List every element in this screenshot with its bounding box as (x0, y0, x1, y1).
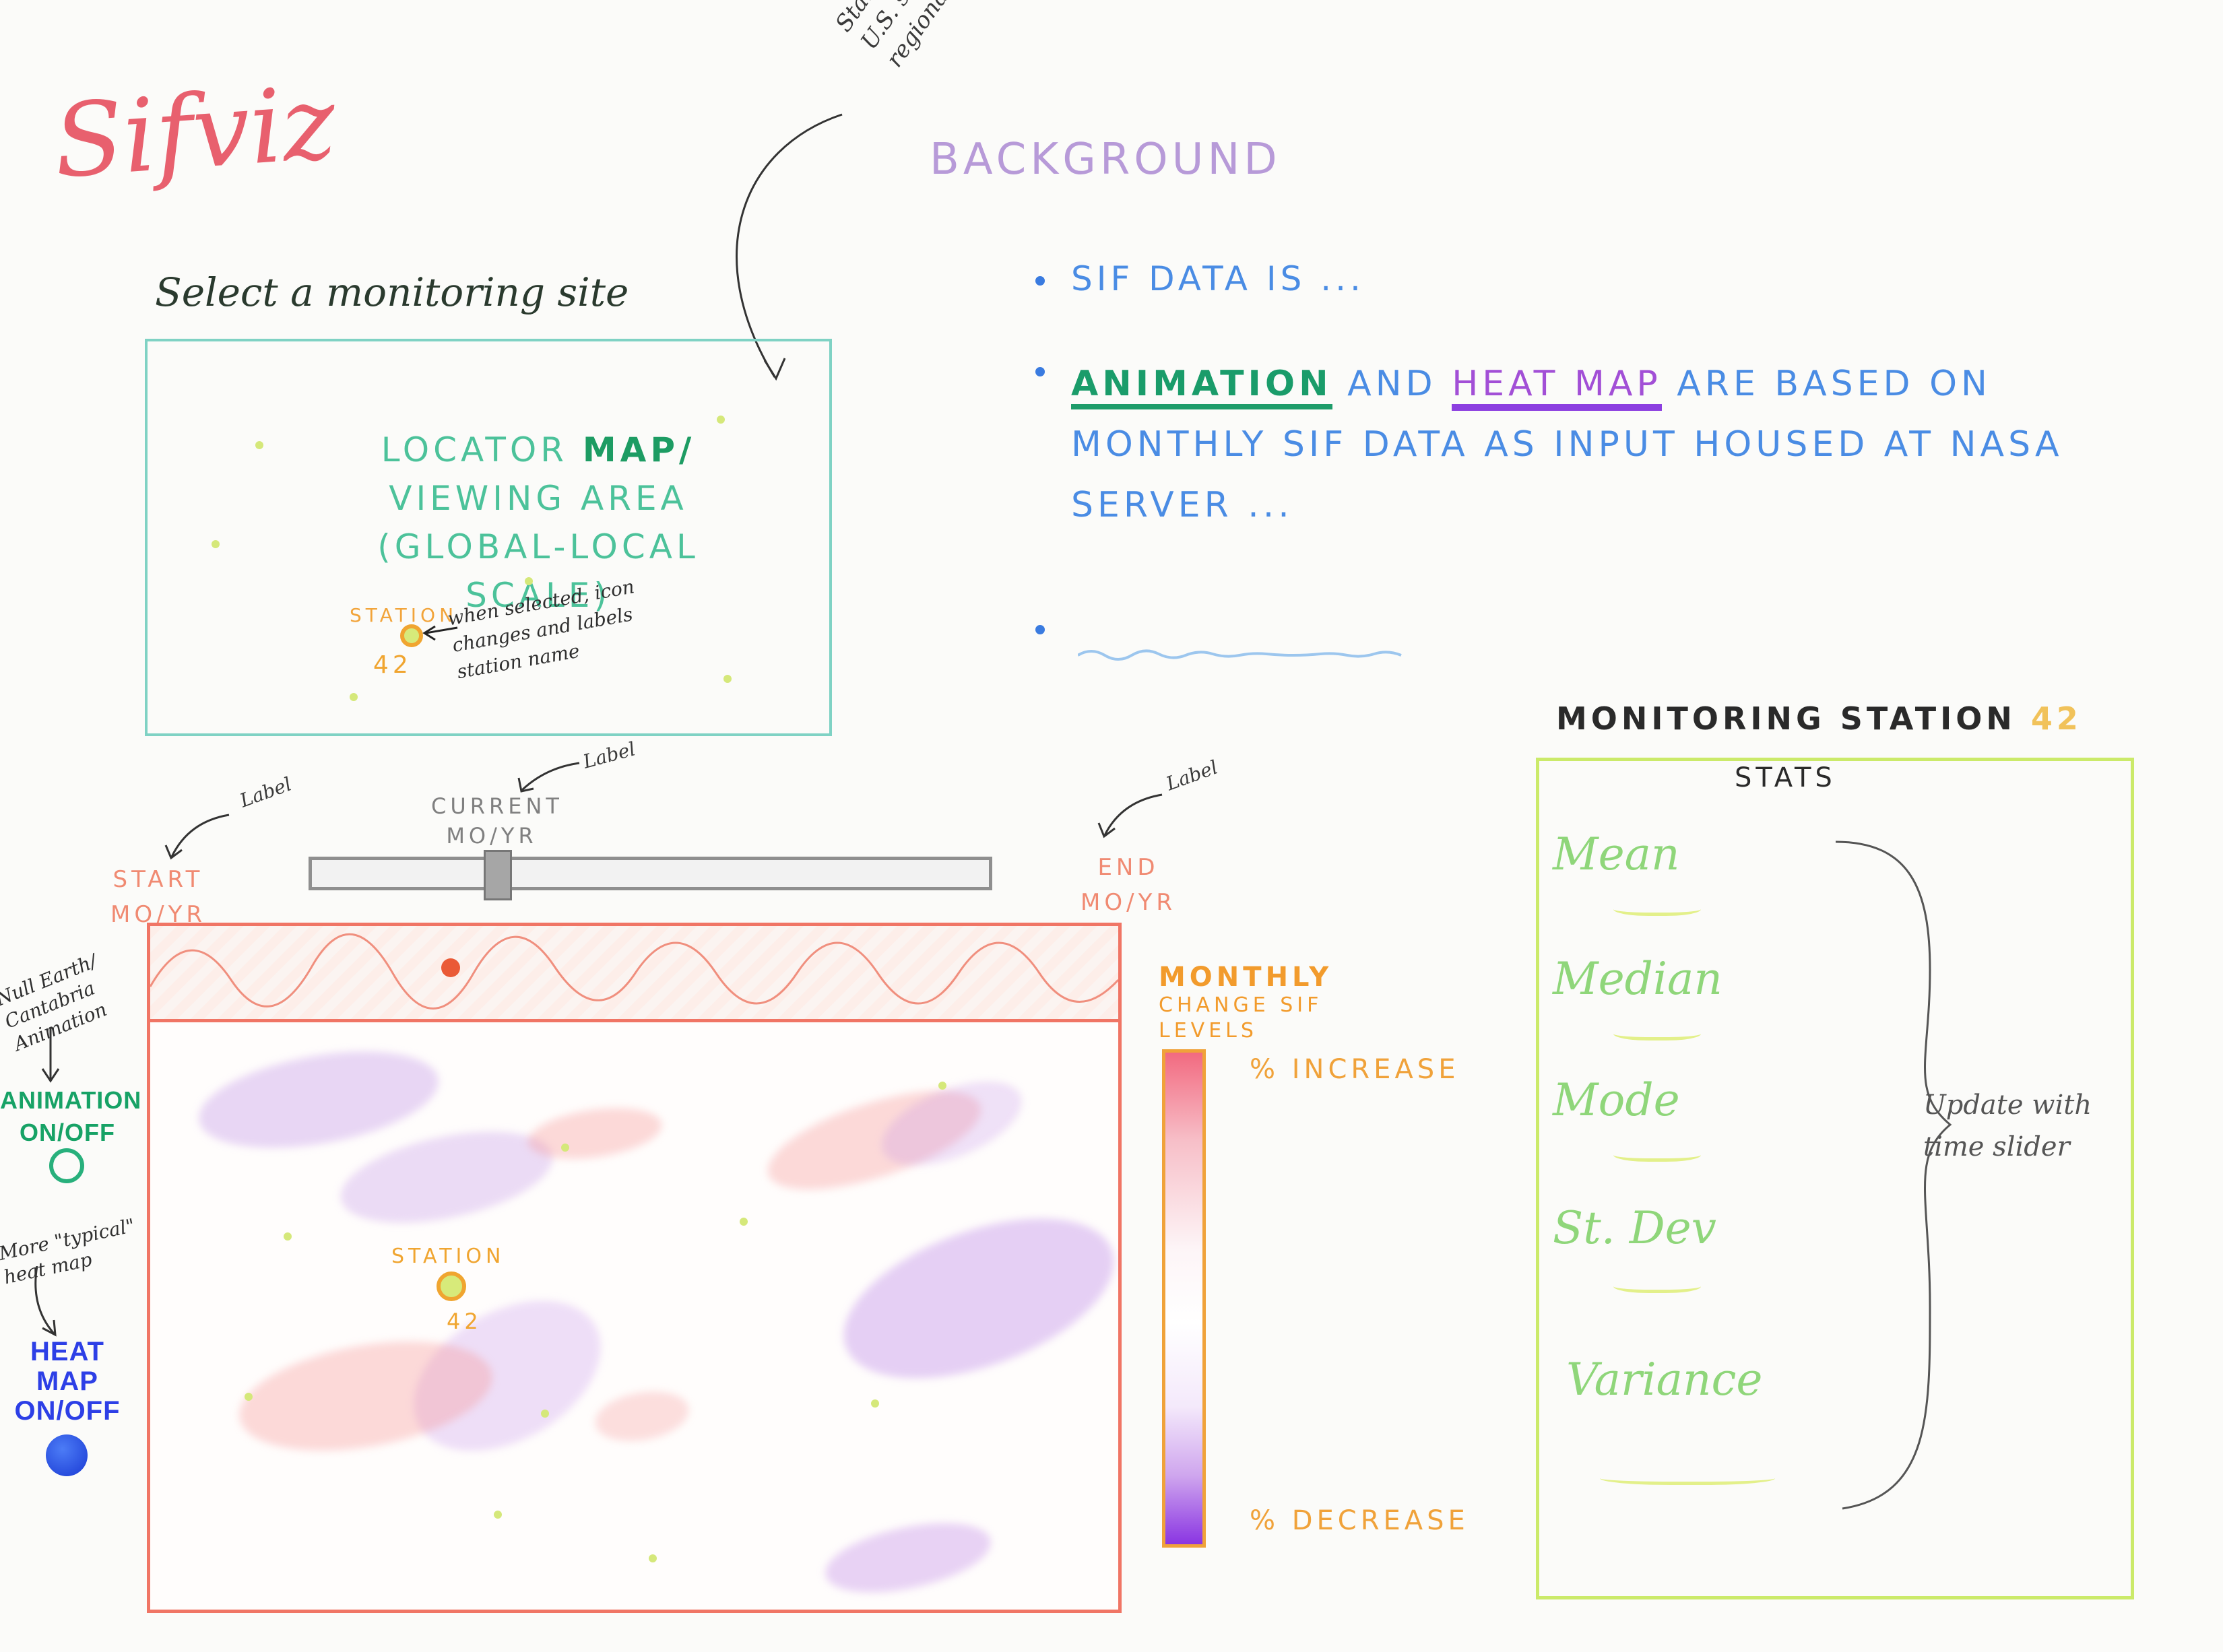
bullet-dot (1035, 367, 1045, 376)
locator-map[interactable]: LOCATOR MAP/ VIEWING AREA (GLOBAL-LOCAL … (145, 339, 832, 736)
stats-heading-text: MONITORING STATION (1556, 700, 2016, 737)
heatmap-cell-decrease (191, 1035, 446, 1164)
stats-brace (1835, 840, 1952, 1510)
stat-mean-label: Mean (1553, 828, 1680, 880)
station-dot[interactable] (255, 441, 263, 449)
station-dot[interactable] (723, 675, 732, 683)
locator-station-id: 42 (373, 651, 412, 679)
stat-mean-value (1613, 899, 1701, 916)
locator-label-pre: LOCATOR (381, 430, 583, 469)
bullet-2-rest: ARE BASED ON MONTHLY SIF DATA AS INPUT H… (1071, 364, 2063, 525)
station-dot[interactable] (938, 1082, 946, 1090)
station-dot[interactable] (740, 1218, 748, 1226)
main-map-viewer[interactable]: STATION 42 (147, 1019, 1135, 1613)
start-label-annotation: Label (236, 772, 295, 812)
background-heading: BACKGROUND (930, 135, 1281, 185)
start-date-label: START MO/YR (110, 866, 206, 928)
bullet-dot (1035, 276, 1045, 286)
heatmap-cell-decrease (333, 1115, 560, 1239)
heatmap-note-arrow (34, 1266, 57, 1337)
time-slider-thumb[interactable] (484, 850, 512, 900)
legend-title: MONTHLY (1159, 962, 1333, 993)
bullet-3-placeholder-squiggle (1078, 649, 1402, 661)
animation-toggle[interactable] (49, 1148, 84, 1183)
stat-variance-value (1600, 1468, 1775, 1485)
legend-low-label: % DECREASE (1250, 1505, 1469, 1536)
locator-station-label: STATION (350, 604, 458, 626)
locator-label-post: VIEWING AREA (GLOBAL-LOCAL SCALE) (377, 479, 699, 615)
viewer-station-label: STATION (391, 1245, 505, 1268)
viewer-station-id: 42 (447, 1309, 482, 1334)
heatmap-toggle-label: HEAT MAP ON/OFF (14, 1337, 121, 1426)
stat-stdev-label: St. Dev (1553, 1202, 1716, 1254)
stats-panel: STATS Mean Median Mode St. Dev Variance … (1536, 758, 2134, 1599)
heatmap-cell-decrease (823, 1187, 1135, 1410)
stats-station-id: 42 (2030, 700, 2082, 737)
heatmap-toggle[interactable] (46, 1434, 88, 1476)
sif-timeseries-line (149, 933, 1120, 1010)
app-title: Sifviz (50, 64, 340, 201)
station-dot[interactable] (717, 416, 725, 424)
current-label-annotation: Label (581, 737, 638, 773)
background-bullet-2: ANIMATION AND HEAT MAP ARE BASED ON MONT… (1071, 354, 2183, 535)
selected-station-icon[interactable] (400, 624, 423, 647)
background-bullet-1: SIF DATA IS ... (1071, 259, 1365, 298)
legend-high-label: % INCREASE (1250, 1054, 1460, 1085)
station-dot[interactable] (284, 1232, 292, 1241)
legend-subtitle: CHANGE SIF LEVELS (1159, 993, 1323, 1043)
station-dot[interactable] (212, 540, 220, 548)
heatmap-cell-decrease (819, 1510, 997, 1606)
legend-title-block: MONTHLY CHANGE SIF LEVELS (1159, 962, 1374, 1044)
stats-subheading: STATS (1735, 762, 1836, 793)
station-dot[interactable] (350, 693, 358, 701)
stat-stdev-value (1613, 1276, 1701, 1293)
station-dot[interactable] (245, 1393, 253, 1401)
locator-label-map: MAP/ (582, 430, 696, 469)
keyword-animation: ANIMATION (1071, 364, 1332, 409)
stat-variance-label: Variance (1566, 1354, 1763, 1406)
time-slider-track[interactable] (309, 850, 992, 900)
stat-mode-label: Mode (1553, 1074, 1680, 1126)
current-date-label: CURRENT MO/YR (431, 793, 563, 849)
station-dot[interactable] (649, 1554, 657, 1562)
locator-note-arrow (422, 625, 458, 641)
stats-note: Update with time slider (1923, 1090, 2092, 1162)
sif-timeseries-panel[interactable] (147, 923, 1122, 1022)
legend-color-bar (1162, 1049, 1206, 1548)
viewer-station-icon[interactable] (437, 1271, 466, 1301)
animation-toggle-label: ANIMATION ON/OFF (0, 1086, 142, 1146)
current-label-arrow (517, 762, 580, 793)
start-label-arrow (164, 814, 230, 860)
stat-median-label: Median (1553, 953, 1722, 1005)
bullet-2-and: AND (1332, 364, 1452, 404)
bullet-dot (1035, 625, 1045, 634)
stat-median-value (1613, 1024, 1701, 1040)
animation-note-arrow (41, 1027, 60, 1083)
stats-heading: MONITORING STATION 42 (1556, 700, 2082, 737)
end-date-label: END MO/YR (1081, 854, 1176, 916)
station-dot[interactable] (525, 577, 533, 585)
end-label-annotation: Label (1163, 756, 1221, 795)
locator-map-label: LOCATOR MAP/ VIEWING AREA (GLOBAL-LOCAL … (350, 426, 727, 620)
stat-mode-value (1613, 1145, 1701, 1162)
end-label-arrow (1097, 793, 1163, 838)
station-dot[interactable] (541, 1410, 549, 1418)
station-dot[interactable] (561, 1144, 569, 1152)
current-time-marker (441, 958, 460, 977)
background-note: Starts at continental U.S. scale. Zooms … (829, 0, 1067, 73)
background-note-arrow (736, 113, 843, 381)
heatmap-cell-increase (591, 1385, 693, 1448)
animation-note: Null Earth/ Cantabria Animation (0, 950, 110, 1056)
keyword-heatmap: HEAT MAP (1452, 364, 1662, 411)
station-dot[interactable] (871, 1399, 879, 1408)
station-dot[interactable] (494, 1511, 502, 1519)
select-site-heading: Select a monitoring site (155, 269, 629, 315)
